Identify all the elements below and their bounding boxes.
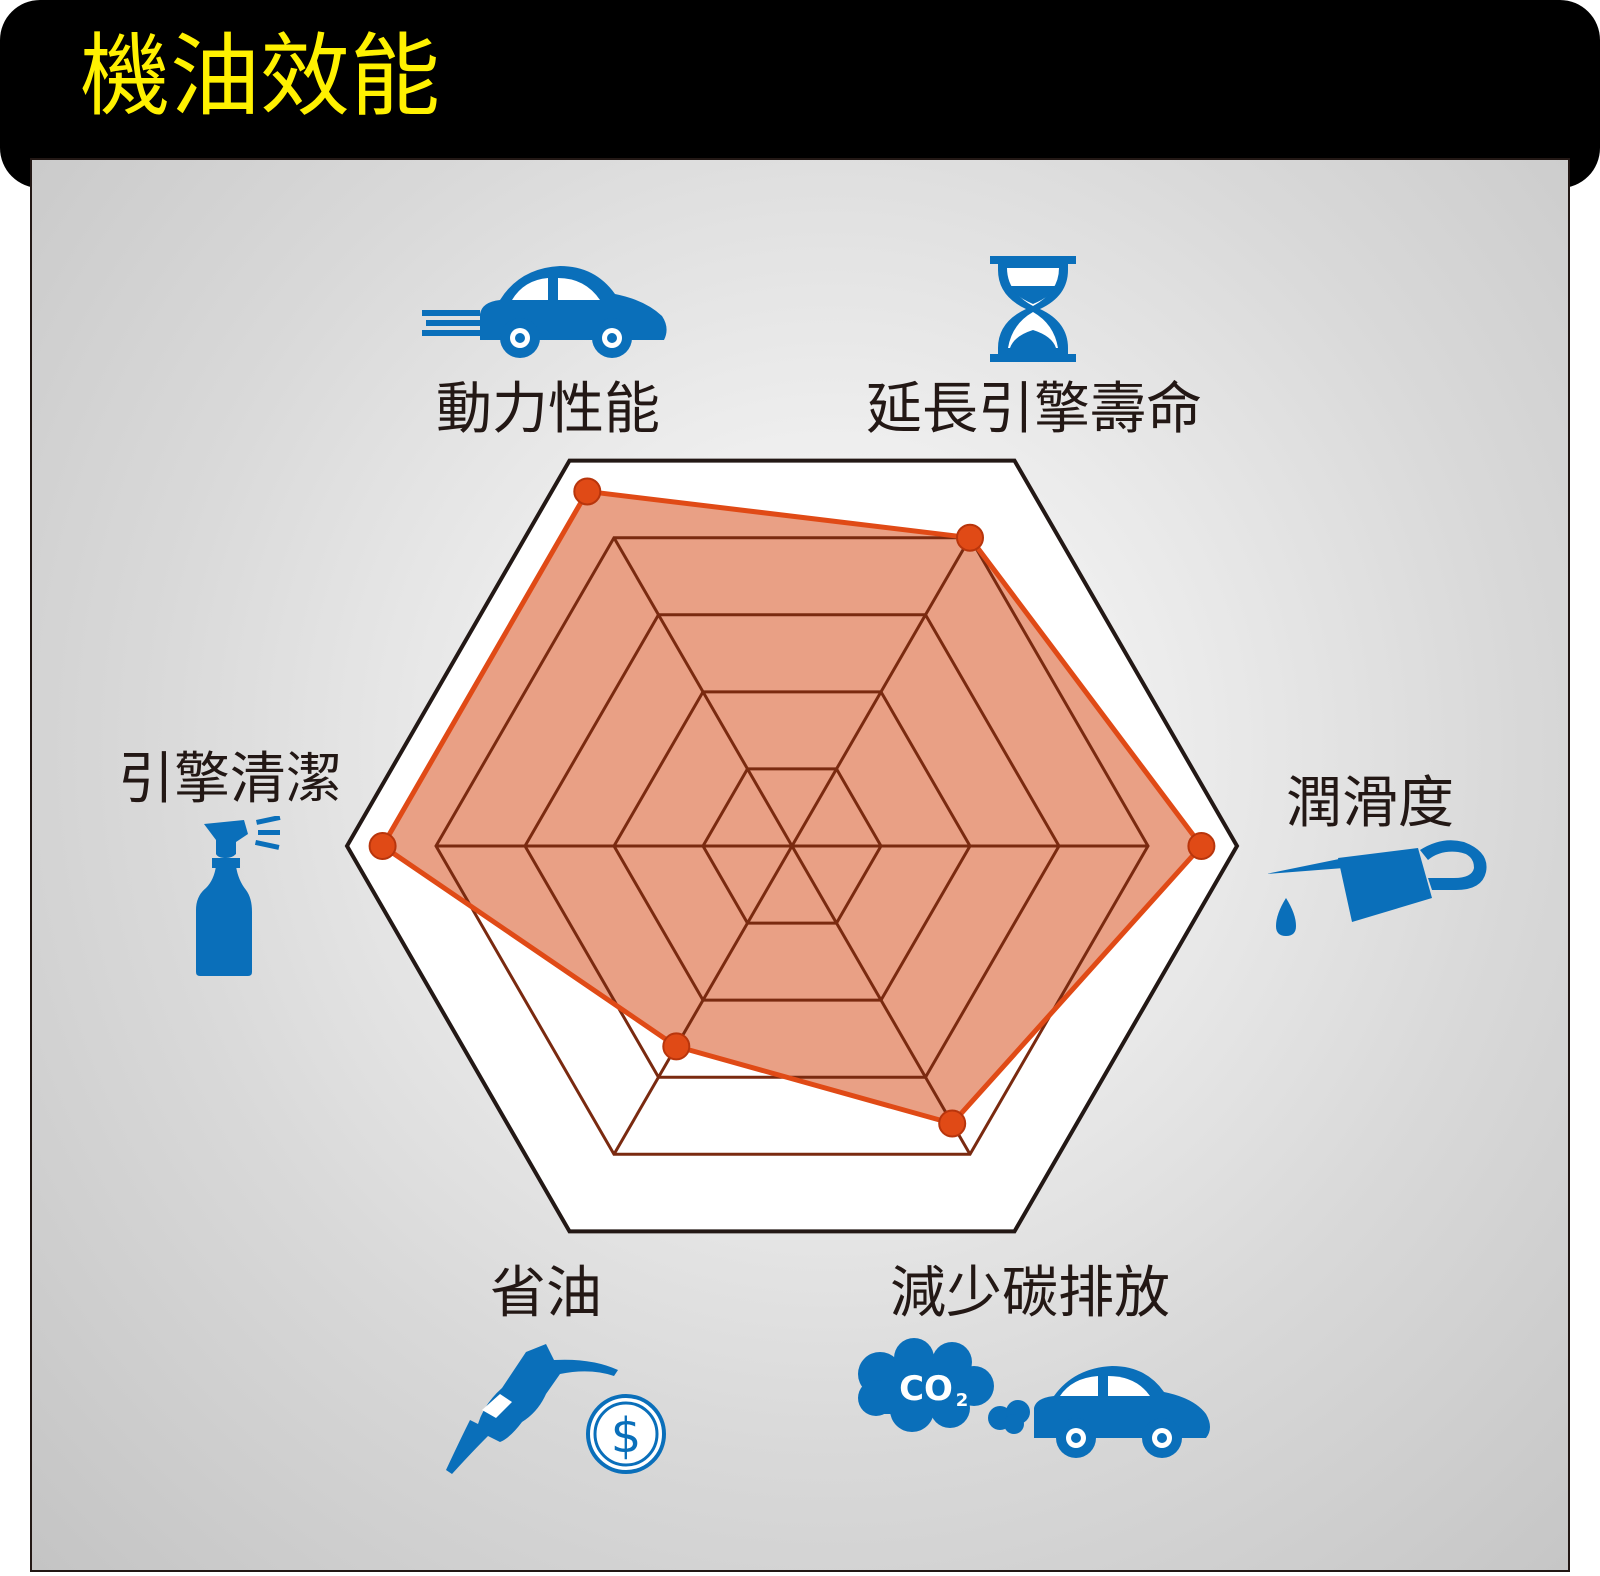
axis-label: 動力性能: [436, 377, 660, 442]
series-point: [662, 1032, 691, 1061]
axis-label: 潤滑度: [1286, 771, 1454, 836]
radar-spoke: [612, 536, 794, 847]
spray-bottle-icon: [196, 816, 281, 976]
axis-label: 引擎清潔: [118, 747, 342, 812]
fuel-nozzle-dollar-icon: $: [446, 1344, 666, 1474]
series-point: [573, 477, 602, 506]
radar-spoke: [790, 845, 972, 1156]
series-point: [368, 832, 397, 860]
radar-spoke: [612, 845, 794, 1156]
hourglass-icon: [990, 256, 1076, 362]
car-speed-icon: [422, 266, 667, 358]
axis-label: 省油: [490, 1261, 602, 1326]
page-title: 機油效能: [80, 24, 440, 129]
series-point: [956, 523, 984, 552]
oil-can-icon: [1268, 840, 1487, 936]
co2-car-icon: CO 2: [858, 1338, 1210, 1458]
series-area: [382, 491, 1202, 1124]
svg-text:CO: CO: [899, 1369, 953, 1409]
svg-text:$: $: [611, 1408, 642, 1464]
svg-text:2: 2: [956, 1390, 969, 1411]
header-bar: [0, 0, 1600, 188]
series-point: [938, 1109, 967, 1138]
series-point: [1187, 832, 1216, 860]
radar-series: [368, 477, 1216, 1156]
axis-label: 延長引擎壽命: [866, 377, 1202, 442]
axis-label: 減少碳排放: [890, 1261, 1170, 1326]
radar-spoke: [790, 536, 972, 847]
